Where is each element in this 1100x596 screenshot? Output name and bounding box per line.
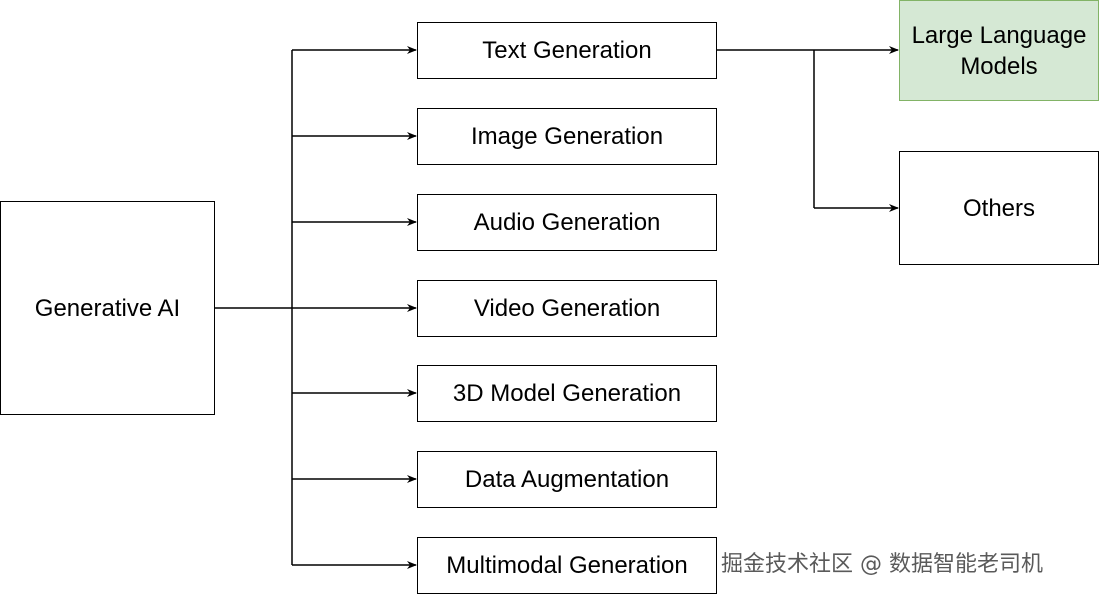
node-label: Video Generation [473, 295, 661, 322]
node-video-generation: Video Generation [417, 280, 717, 337]
node-others: Others [899, 151, 1099, 265]
node-label: Text Generation [482, 37, 652, 64]
node-label: Data Augmentation [464, 466, 670, 493]
node-multimodal-generation: Multimodal Generation [417, 537, 717, 594]
node-large-language-models: Large Language Models [899, 0, 1099, 101]
node-label: Image Generation [470, 123, 664, 150]
node-audio-generation: Audio Generation [417, 194, 717, 251]
node-label: Generative AI [34, 294, 181, 322]
watermark-text: 掘金技术社区 @ 数据智能老司机 [721, 552, 1043, 577]
node-label-line1: Large Language [911, 21, 1087, 49]
node-label: Others [962, 194, 1036, 222]
node-label: Multimodal Generation [446, 552, 688, 579]
node-data-augmentation: Data Augmentation [417, 451, 717, 508]
node-image-generation: Image Generation [417, 108, 717, 165]
node-label: 3D Model Generation [452, 380, 682, 407]
node-generative-ai: Generative AI [0, 201, 215, 415]
node-3d-model-generation: 3D Model Generation [417, 365, 717, 422]
node-text-generation: Text Generation [417, 22, 717, 79]
node-label: Audio Generation [473, 209, 661, 236]
node-label-line2: Models [960, 52, 1038, 80]
